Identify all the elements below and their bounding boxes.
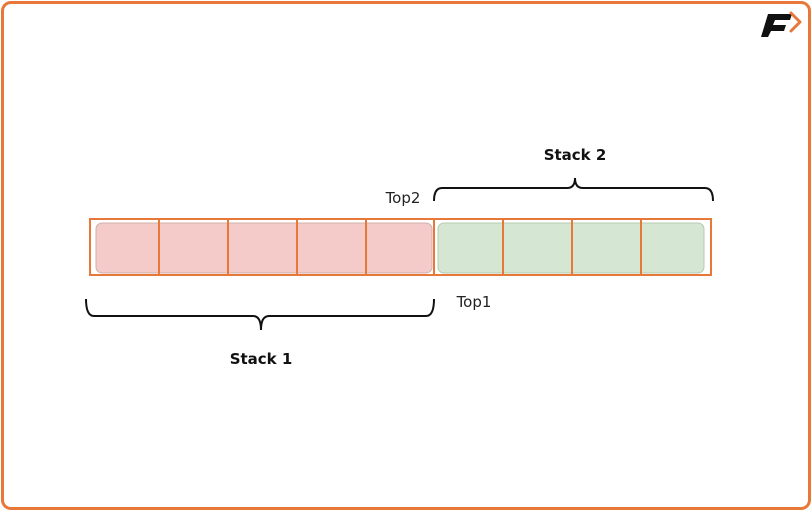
top1-label: Top1 [456, 293, 492, 311]
cell-dividers [158, 220, 642, 274]
stack2-brace [433, 177, 714, 202]
brand-logo-icon [761, 11, 802, 37]
stack1-fill [95, 222, 433, 274]
top2-label: Top2 [385, 189, 421, 207]
stack1-label: Stack 1 [230, 350, 293, 368]
stack1-brace [85, 298, 435, 331]
stack2-label: Stack 2 [544, 146, 607, 164]
